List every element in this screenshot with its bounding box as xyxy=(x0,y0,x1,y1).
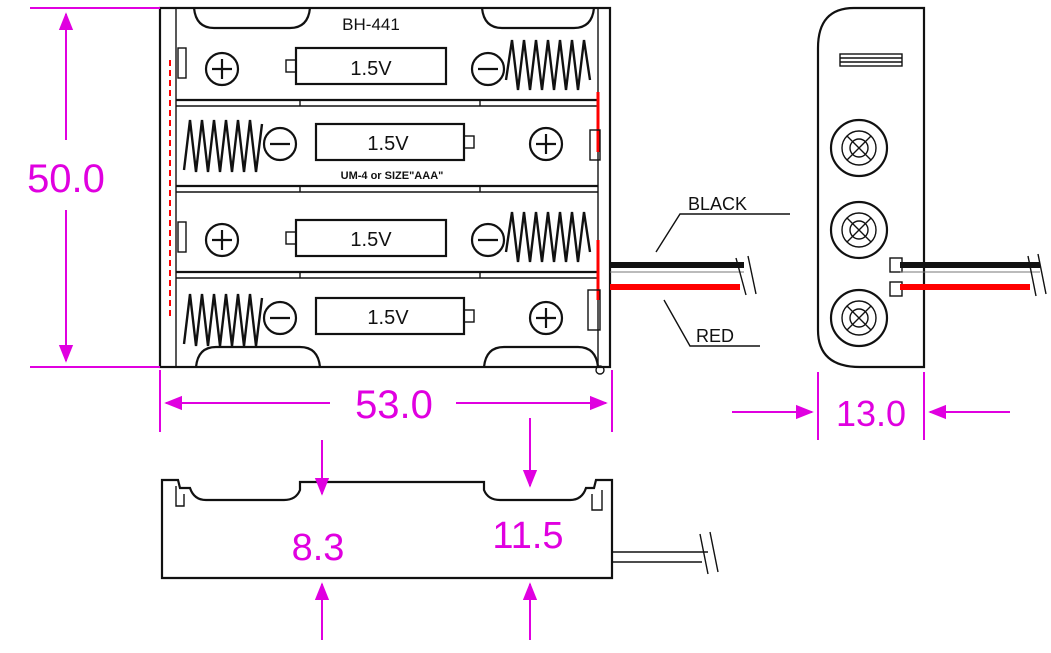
cell-voltage-label: 1.5V xyxy=(367,133,409,155)
spring-contact xyxy=(504,211,592,263)
contact-3 xyxy=(829,288,889,348)
side-view xyxy=(816,6,1047,369)
cell-voltage-label: 1.5V xyxy=(350,229,392,251)
dimension-low-wall: 8.3 xyxy=(292,440,345,640)
height-dimension-value: 50.0 xyxy=(27,157,105,201)
depth-dimension-value: 13.0 xyxy=(836,393,906,434)
model-label: BH-441 xyxy=(342,15,400,34)
spring-contact xyxy=(504,39,592,91)
spring-contact xyxy=(182,119,264,173)
dimension-width: 53.0 xyxy=(159,370,613,432)
cell-row-2: 1.5V UM-4 or SIZE"AAA" xyxy=(182,119,564,182)
cell-row-1: 1.5V xyxy=(204,39,592,91)
cell-row-3: 1.5V xyxy=(204,211,592,263)
spring-contact xyxy=(182,293,264,347)
contact-1 xyxy=(829,118,889,178)
elevation-view xyxy=(160,478,719,580)
holder-outline xyxy=(158,6,612,369)
front-view: 1.5V 1.5V UM-4 or SIZE"AAA" 1.5V xyxy=(158,6,790,375)
width-dimension-value: 53.0 xyxy=(355,383,433,427)
dimension-high-wall: 11.5 xyxy=(492,418,564,640)
cell-voltage-label: 1.5V xyxy=(350,58,392,80)
black-wire-label: BLACK xyxy=(688,194,747,214)
red-wire-label: RED xyxy=(696,326,734,346)
cell-row-4: 1.5V xyxy=(182,293,564,347)
contact-2 xyxy=(829,200,889,260)
dimension-height: 50.0 xyxy=(27,7,160,368)
low-wall-dimension-value: 8.3 xyxy=(292,527,345,569)
dimension-depth: 13.0 xyxy=(732,372,1010,440)
high-wall-dimension-value: 11.5 xyxy=(492,515,563,557)
cell-size-note: UM-4 or SIZE"AAA" xyxy=(341,170,444,182)
cell-voltage-label: 1.5V xyxy=(367,307,409,329)
